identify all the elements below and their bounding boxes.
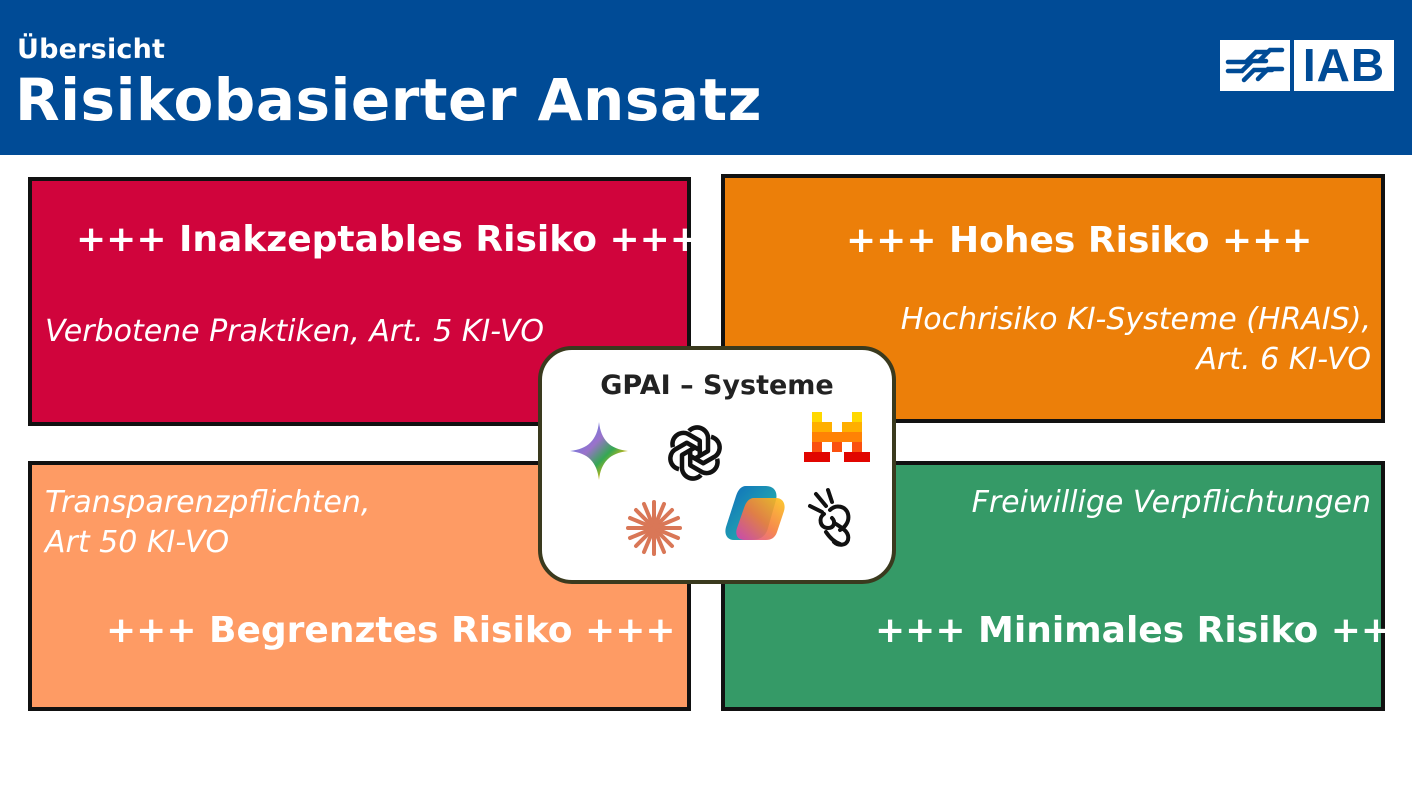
minimal-risk-description: Freiwillige Verpflichtungen (971, 485, 1371, 520)
gpai-title: GPAI – Systeme (600, 370, 834, 401)
header-bar: Übersicht Risikobasierter Ansatz IAB (0, 0, 1412, 155)
gpai-systems-panel: GPAI – Systeme (538, 346, 896, 584)
iab-logo-text: IAB (1294, 40, 1394, 91)
meta-hand-icon (808, 488, 851, 547)
high-risk-description-line2: Art. 6 KI-VO (1196, 342, 1371, 377)
copilot-icon (725, 486, 785, 540)
limited-risk-heading: +++ Begrenztes Risiko +++ (106, 610, 676, 651)
limited-risk-description-line1: Transparenzpflichten, (45, 485, 371, 520)
unacceptable-risk-heading: +++ Inakzeptables Risiko +++ (76, 219, 700, 260)
limited-risk-box: Transparenzpflichten, Art 50 KI-VO +++ B… (28, 461, 691, 711)
claude-icon (626, 500, 682, 556)
gemini-icon (570, 422, 628, 480)
iab-logo: IAB (1220, 40, 1394, 91)
unacceptable-risk-box: +++ Inakzeptables Risiko +++ Verbotene P… (28, 177, 700, 426)
unacceptable-risk-description: Verbotene Praktiken, Art. 5 KI-VO (45, 314, 544, 349)
high-risk-description-line1: Hochrisiko KI-Systeme (HRAIS), (900, 302, 1371, 337)
mistral-icon (804, 412, 870, 462)
high-risk-heading: +++ Hohes Risiko +++ (846, 220, 1313, 261)
openai-icon (668, 425, 722, 481)
minimal-risk-heading: +++ Minimales Risiko +++ (875, 610, 1412, 651)
page-title: Risikobasierter Ansatz (15, 66, 762, 134)
iab-logo-mark-icon (1220, 40, 1290, 91)
limited-risk-description-line2: Art 50 KI-VO (45, 525, 230, 560)
section-kicker: Übersicht (17, 34, 166, 65)
